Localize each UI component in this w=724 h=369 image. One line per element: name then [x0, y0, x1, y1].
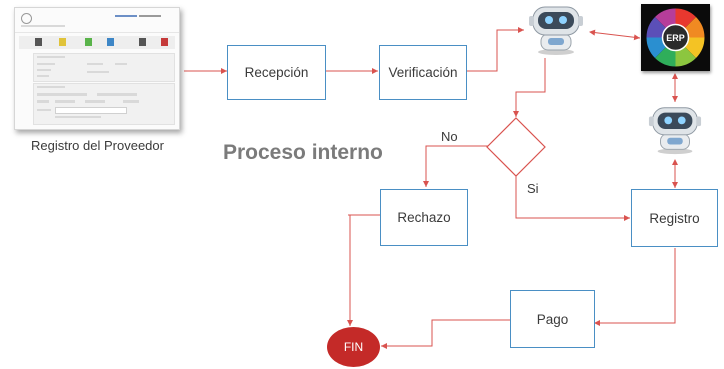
erp-wheel: ERP	[641, 4, 710, 71]
arrow-robot-to-decision	[513, 58, 546, 117]
arrow-registration-to-payment	[594, 248, 676, 326]
arrow-robot-erp-link	[589, 29, 641, 41]
verification-label: Verificación	[388, 65, 458, 80]
branch-no-label: No	[441, 129, 458, 144]
decision-diamond	[486, 117, 546, 177]
arrow-payment-to-fin	[381, 319, 510, 349]
payment-box: Pago	[510, 290, 595, 348]
erp-label: ERP	[666, 33, 685, 43]
rejection-label: Rechazo	[397, 210, 451, 225]
registration-label: Registro	[649, 210, 700, 226]
arrow-verification-to-robot	[466, 27, 524, 72]
supplier-form-thumbnail	[14, 7, 180, 130]
robot-icon	[648, 107, 702, 155]
arrow-rejection-to-fin	[347, 214, 380, 326]
registration-box: Registro	[631, 189, 718, 247]
verification-box: Verificación	[379, 45, 467, 100]
end-node: FIN	[327, 327, 380, 367]
rejection-box: Rechazo	[380, 189, 468, 246]
reception-label: Recepción	[244, 65, 309, 80]
arrow-decision-yes-to-registration	[515, 175, 630, 221]
reception-box: Recepción	[227, 45, 326, 100]
supplier-registration-caption: Registro del Proveedor	[31, 138, 164, 153]
payment-label: Pago	[536, 311, 569, 327]
end-label: FIN	[343, 340, 364, 354]
internal-process-title: Proceso interno	[223, 141, 383, 164]
erp-wheel-graphic: ERP	[646, 8, 705, 67]
robot-icon	[529, 6, 583, 55]
branch-yes-label: Si	[527, 181, 539, 196]
arrow-decision-no-to-rejection	[423, 145, 488, 187]
